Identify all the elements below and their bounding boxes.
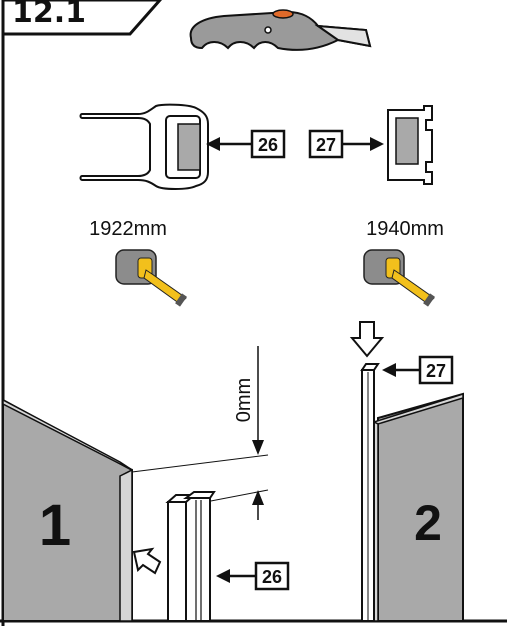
callout-27-label: 27 [316,135,336,155]
insert-arrow-icon [132,547,162,575]
panel-1: 1 [1,398,133,622]
callout-26-bottom: 26 [216,561,290,591]
right-length-label: 1940mm [366,218,444,240]
left-length-label: 1922mm [89,218,167,240]
profile-27-section [387,105,433,185]
profile-26-section [79,103,209,190]
callout-26-top: 26 [206,129,286,159]
callout-27-right-label: 27 [426,361,446,381]
tape-measure-icon [363,249,435,307]
utility-knife-icon [189,9,372,51]
down-arrow-icon [349,321,385,358]
profile-26-vertical [165,491,216,622]
step-badge: 12.1 [1,0,163,36]
panel-1-label: 1 [39,493,71,558]
callout-26-bottom-label: 26 [262,567,282,587]
profile-27-vertical [360,363,380,622]
panel-2-label: 2 [414,495,442,551]
callout-27-right: 27 [382,355,454,385]
callout-26-label: 26 [258,135,278,155]
step-number: 12.1 [12,0,86,30]
callout-27-top: 27 [308,129,384,159]
tape-measure-icon [115,249,187,307]
gap-label: 0mm [233,378,255,422]
panel-2: 2 [372,392,464,622]
gap-measurement: 0mm [131,346,269,520]
